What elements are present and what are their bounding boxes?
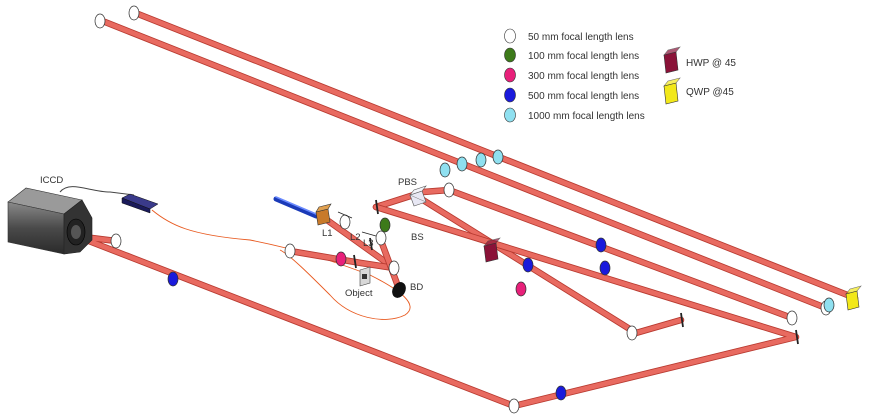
l3-label: L3	[363, 238, 374, 249]
beam-7	[377, 235, 402, 292]
lens-3	[786, 310, 798, 326]
legend-lens-500-icon	[504, 87, 516, 103]
mirror-3	[353, 254, 357, 269]
lens-24	[823, 297, 835, 313]
lens-11	[443, 182, 455, 198]
mirror-1	[680, 312, 684, 328]
legend-qwp-label: QWP @45	[686, 87, 734, 98]
lens-22	[475, 152, 487, 168]
lens-17	[522, 257, 534, 273]
mirror-4	[369, 237, 373, 251]
legend-lens-50-icon	[504, 28, 516, 44]
laser-beams	[72, 8, 859, 410]
lens-13	[335, 251, 347, 267]
legend-lens-100-label: 100 mm focal length lens	[528, 51, 639, 62]
lens-1	[128, 5, 140, 21]
bd-label: BD	[410, 282, 423, 293]
qwp-in-beam-icon	[845, 285, 862, 311]
pbs-label: PBS	[398, 177, 417, 188]
legend-lens-500-label: 500 mm focal length lens	[528, 91, 639, 102]
legend-hwp-label: HWP @ 45	[686, 58, 736, 69]
lens-4	[626, 325, 638, 341]
lens-20	[439, 162, 451, 178]
beam-5	[317, 212, 397, 271]
legend: 50 mm focal length lens 100 mm focal len…	[504, 28, 736, 123]
lens-14	[515, 281, 527, 297]
polarizing-beam-splitter-icon	[409, 185, 427, 207]
beam-dump	[392, 282, 406, 298]
l1-element-icon	[315, 203, 332, 226]
legend-lens-100-icon	[504, 47, 516, 63]
mirror-0	[375, 199, 379, 215]
legend-lens-1000-icon	[504, 107, 516, 123]
hwp-in-beam-icon	[483, 237, 501, 263]
legend-lens-300-label: 300 mm focal length lens	[528, 71, 639, 82]
optical-elements	[94, 5, 862, 414]
lens-23	[492, 149, 504, 165]
lens-9	[339, 214, 351, 230]
lens-16	[555, 385, 567, 401]
lens-10	[375, 230, 387, 246]
camera-cable	[59, 186, 135, 196]
lens-0	[94, 13, 106, 29]
beam-2	[373, 187, 795, 321]
adjust-arrow-1	[361, 231, 377, 237]
object-label: Object	[345, 288, 373, 299]
lens-18	[599, 260, 611, 276]
beam-3	[420, 197, 684, 336]
legend-lens-300-icon	[504, 67, 516, 83]
l2-label: L2	[350, 232, 361, 243]
legend-qwp-icon	[663, 77, 681, 105]
iccd-label: ICCD	[40, 175, 63, 186]
lens-5	[508, 398, 520, 414]
lens-21	[456, 156, 468, 172]
lens-7	[284, 243, 296, 259]
legend-hwp-icon	[663, 46, 681, 74]
mirror-2	[795, 329, 799, 345]
laser-source	[273, 196, 319, 219]
delay-generator	[121, 193, 159, 214]
beam-6	[287, 248, 397, 271]
object-target	[359, 266, 371, 287]
lens-6	[110, 233, 122, 249]
lens-19	[595, 237, 607, 253]
bs-label: BS	[411, 232, 424, 243]
iccd-camera	[7, 187, 93, 255]
lens-15	[167, 271, 179, 287]
trigger-cable	[151, 209, 411, 320]
lens-12	[379, 217, 391, 233]
legend-lens-50-label: 50 mm focal length lens	[528, 32, 634, 43]
l1-label: L1	[322, 228, 333, 239]
lens-8	[388, 260, 400, 276]
beam-edge-3	[419, 196, 685, 337]
adjust-arrow-0	[337, 211, 353, 219]
legend-lens-1000-label: 1000 mm focal length lens	[528, 111, 645, 122]
